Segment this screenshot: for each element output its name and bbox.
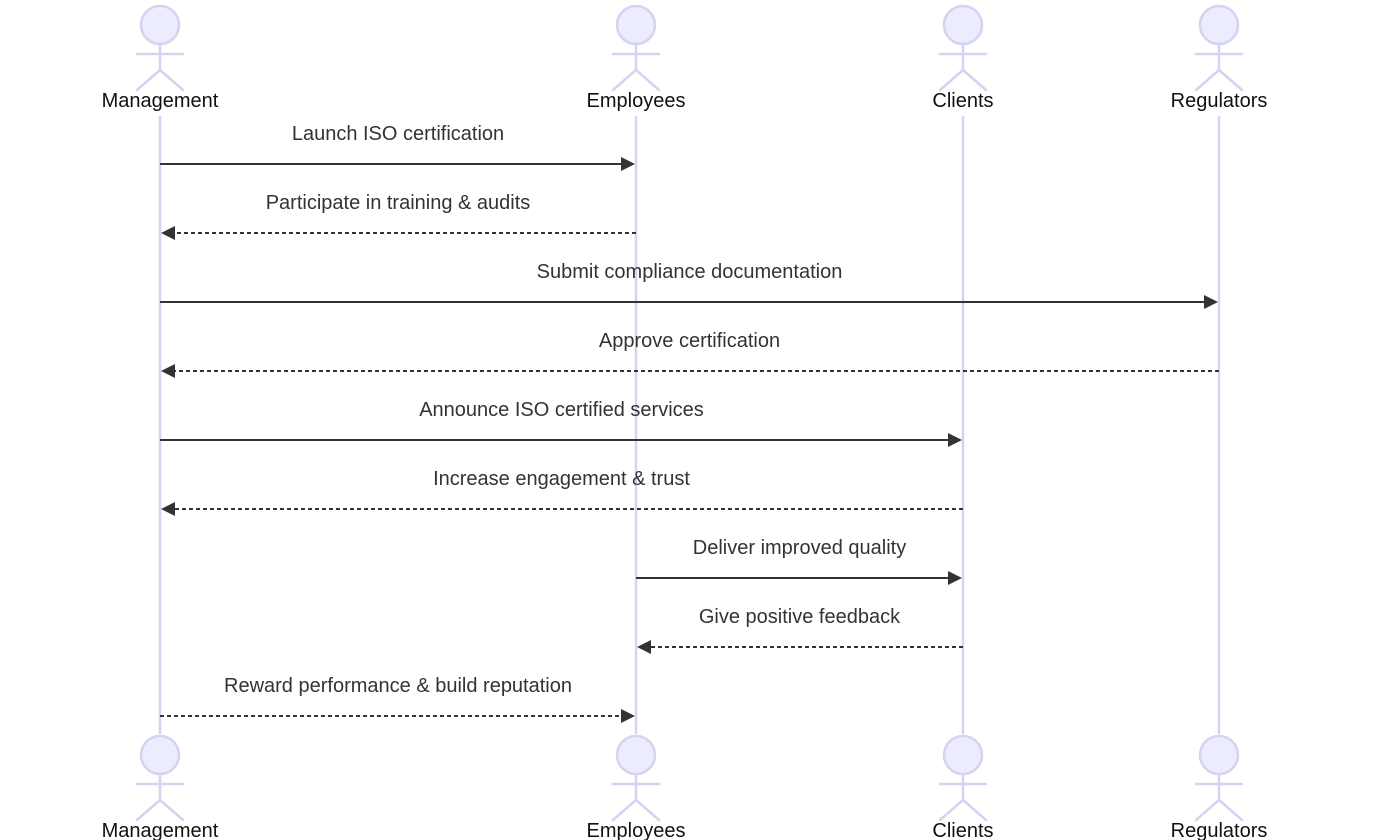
actor-label: Employees — [587, 90, 686, 112]
arrowhead-icon — [1204, 295, 1218, 309]
message: Submit compliance documentation — [160, 261, 1218, 309]
actor-label: Regulators — [1171, 90, 1268, 112]
message: Deliver improved quality — [636, 537, 962, 585]
message: Participate in training & audits — [161, 192, 636, 240]
message-label: Reward performance & build reputation — [224, 675, 572, 697]
arrowhead-icon — [621, 157, 635, 171]
actor-label: Clients — [932, 90, 993, 112]
arrowhead-icon — [948, 433, 962, 447]
actor-label: Management — [102, 90, 219, 112]
actor-employees-top: Employees — [587, 4, 686, 112]
actor-employees-bottom: Employees — [587, 734, 686, 840]
actors-top: Management Employees Clients Regulators — [102, 4, 1268, 112]
arrowhead-icon — [161, 502, 175, 516]
person-icon — [135, 734, 185, 822]
person-icon — [1194, 734, 1244, 822]
actors-bottom: Management Employees Clients Regulators — [102, 734, 1268, 840]
arrowhead-icon — [161, 364, 175, 378]
person-icon — [938, 4, 988, 92]
message-label: Launch ISO certification — [292, 123, 504, 145]
person-icon — [611, 734, 661, 822]
actor-management-top: Management — [102, 4, 219, 112]
actor-label: Regulators — [1171, 820, 1268, 840]
person-icon — [611, 4, 661, 92]
message-label: Participate in training & audits — [266, 192, 531, 214]
actor-label: Employees — [587, 820, 686, 840]
actor-label: Management — [102, 820, 219, 840]
message: Approve certification — [161, 330, 1219, 378]
message: Reward performance & build reputation — [160, 675, 635, 723]
message-label: Submit compliance documentation — [537, 261, 843, 283]
actor-clients-bottom: Clients — [932, 734, 994, 840]
arrowhead-icon — [621, 709, 635, 723]
actor-regulators-bottom: Regulators — [1171, 734, 1268, 840]
message-label: Approve certification — [599, 330, 780, 352]
actor-regulators-top: Regulators — [1171, 4, 1268, 112]
person-icon — [135, 4, 185, 92]
actor-management-bottom: Management — [102, 734, 219, 840]
message-label: Increase engagement & trust — [433, 468, 690, 490]
message: Increase engagement & trust — [161, 468, 963, 516]
actor-clients-top: Clients — [932, 4, 994, 112]
actor-label: Clients — [932, 820, 993, 840]
message-label: Deliver improved quality — [693, 537, 906, 559]
arrowhead-icon — [637, 640, 651, 654]
message-label: Give positive feedback — [699, 606, 901, 628]
message-label: Announce ISO certified services — [419, 399, 704, 421]
person-icon — [938, 734, 988, 822]
arrowhead-icon — [161, 226, 175, 240]
person-icon — [1194, 4, 1244, 92]
message: Announce ISO certified services — [160, 399, 962, 447]
lifelines — [158, 116, 1221, 734]
arrowhead-icon — [948, 571, 962, 585]
message: Launch ISO certification — [160, 123, 635, 171]
message: Give positive feedback — [637, 606, 963, 654]
